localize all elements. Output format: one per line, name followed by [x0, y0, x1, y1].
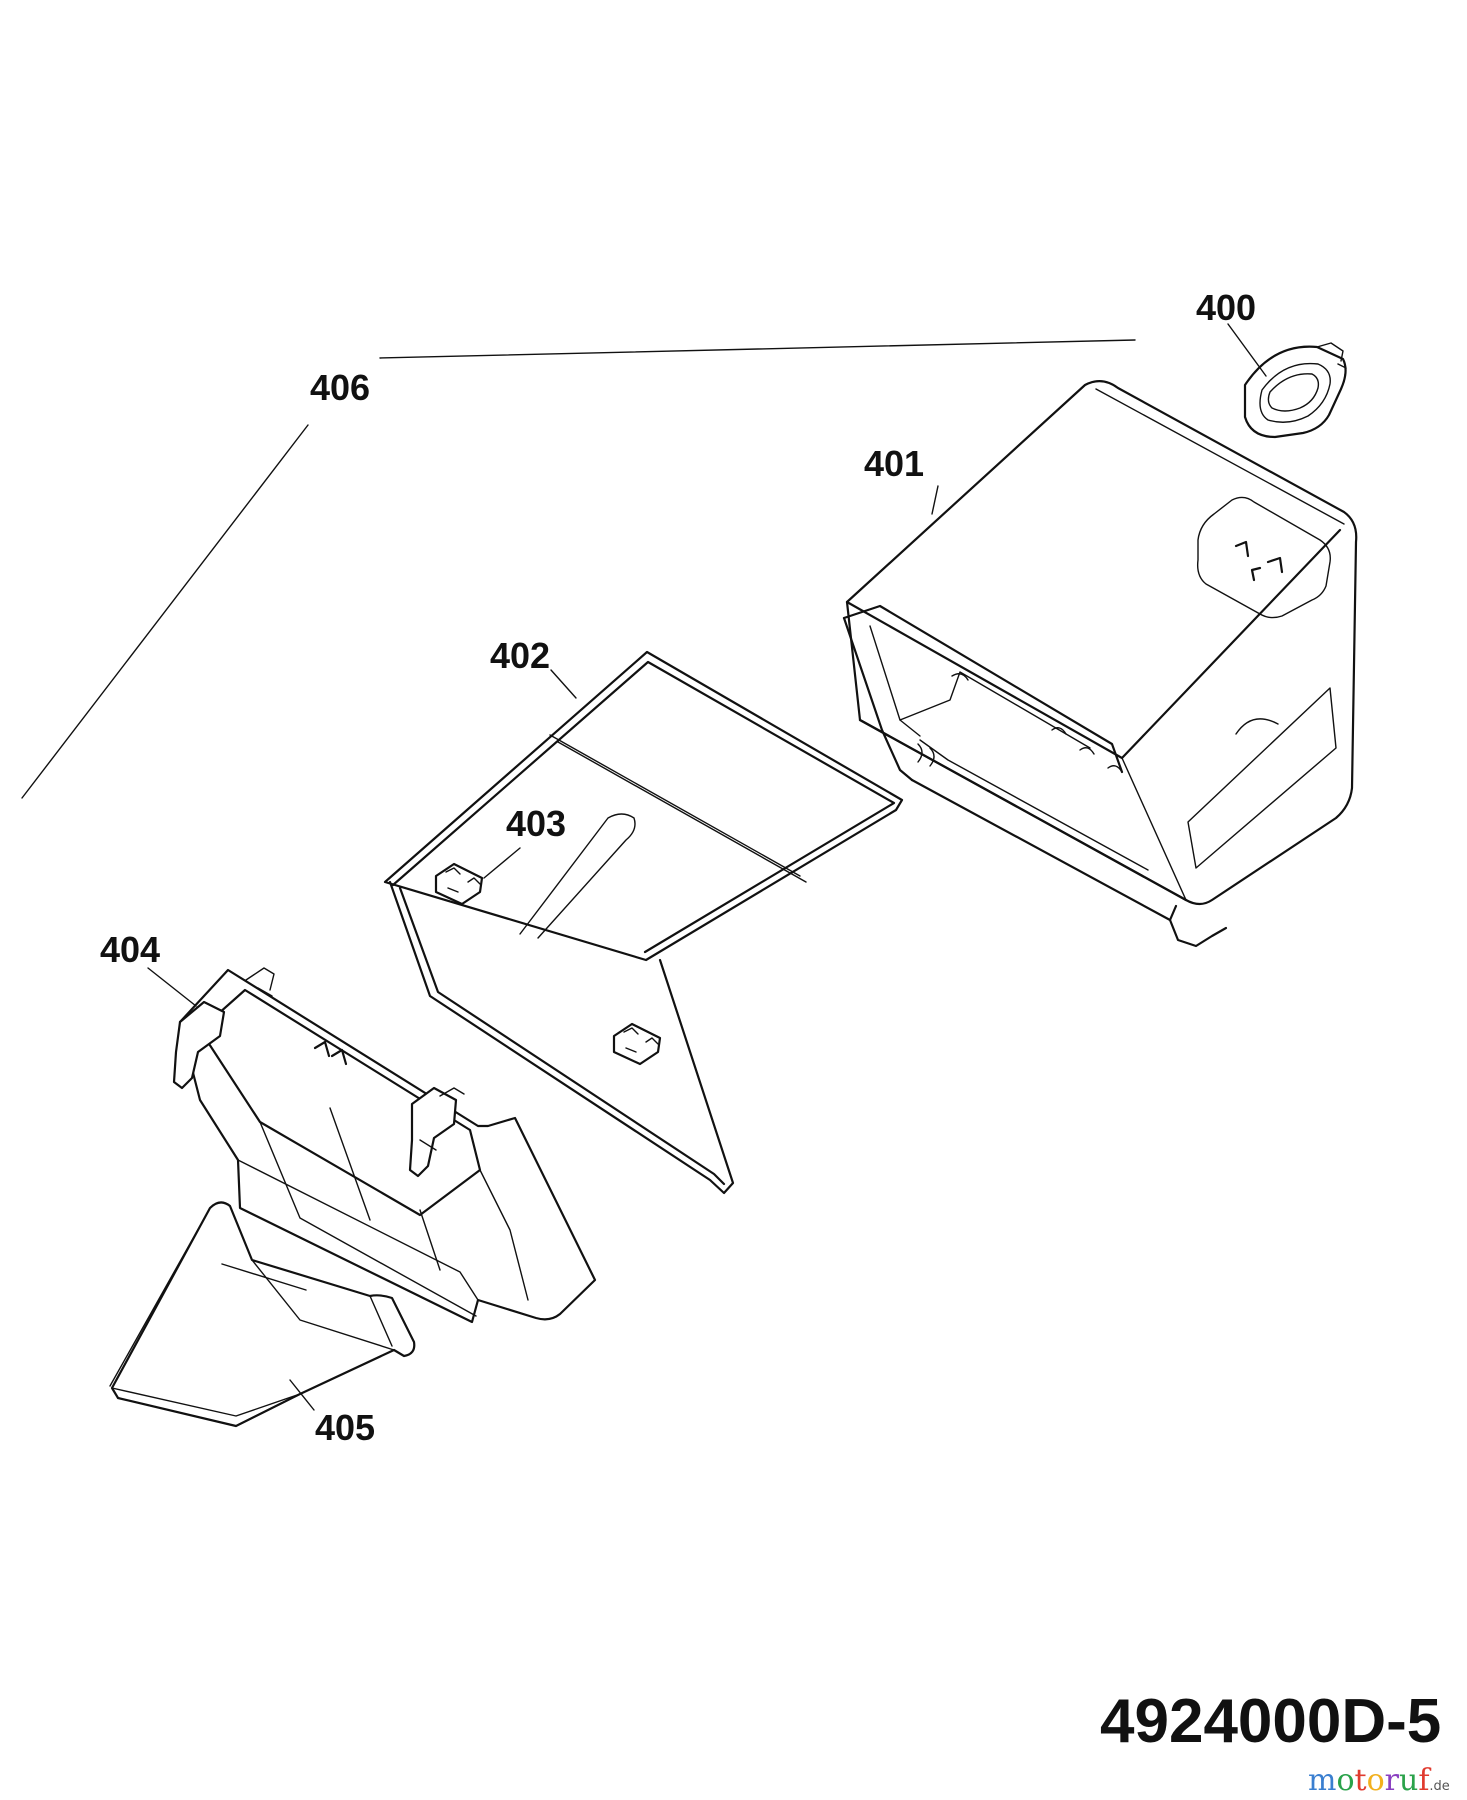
watermark-u: u	[1399, 1763, 1418, 1798]
watermark-f: f	[1418, 1763, 1431, 1798]
label-403: 403	[506, 803, 566, 844]
part-400-cap	[1243, 342, 1347, 439]
label-402: 402	[490, 635, 550, 676]
leader-lines	[147, 323, 1267, 1411]
part-405-chute	[109, 1201, 416, 1428]
watermark-o1: o	[1336, 1763, 1354, 1798]
label-400: 400	[1196, 287, 1256, 328]
drawing-number: 4924000D-5	[1100, 1687, 1441, 1756]
watermark: motoruf.de	[1308, 1763, 1450, 1798]
watermark-m: m	[1308, 1763, 1336, 1798]
assembly-406-leader	[21, 339, 1136, 799]
watermark-suffix: .de	[1429, 1779, 1449, 1794]
watermark-t: t	[1355, 1763, 1367, 1798]
part-404-mount-frame	[172, 967, 597, 1324]
label-404: 404	[100, 929, 160, 970]
watermark-o2: o	[1367, 1763, 1385, 1798]
label-406: 406	[310, 367, 370, 408]
part-402-bag-frame	[383, 650, 904, 1195]
part-403-clip	[434, 847, 662, 1066]
watermark-r: r	[1385, 1763, 1400, 1798]
part-401-bag-cover	[842, 380, 1358, 948]
label-401: 401	[864, 443, 924, 484]
label-405: 405	[315, 1407, 375, 1448]
